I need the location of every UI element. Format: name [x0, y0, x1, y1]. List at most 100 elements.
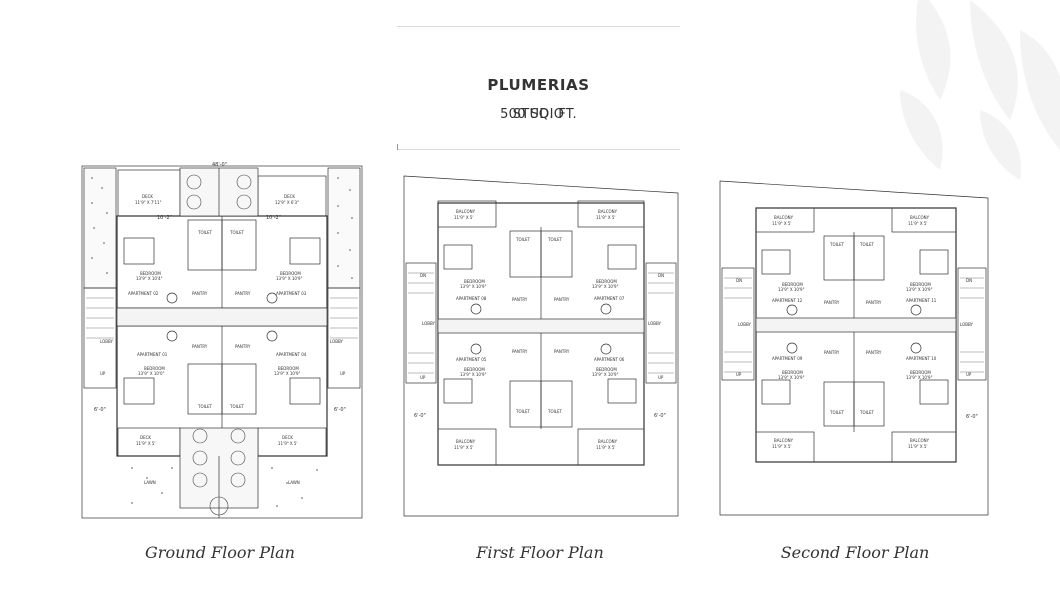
dim-mid: 6'-0": [94, 407, 106, 413]
label-bedroom: BEDROOM: [782, 370, 803, 375]
label-pantry: PANTRY: [512, 297, 528, 302]
label-deck-size: 11'9" X 5': [136, 441, 156, 446]
label-pantry: PANTRY: [192, 291, 208, 296]
label-balcony: BALCONY: [598, 209, 618, 214]
label-toilet: TOILET: [229, 404, 245, 409]
bed-icon: [123, 237, 155, 265]
label-bedroom: BEDROOM: [596, 279, 617, 284]
label-apartment: APARTMENT 02: [128, 291, 159, 296]
balcony-bl: [437, 428, 497, 466]
balcony-br: [577, 428, 645, 466]
dim-mid: 6'-0": [654, 413, 666, 419]
label-toilet: TOILET: [829, 242, 845, 247]
bed-icon: [761, 379, 791, 405]
label-bedroom: BEDROOM: [596, 367, 617, 372]
unit-title: PLUMERIAS: [487, 76, 590, 94]
label-toilet: TOILET: [197, 230, 213, 235]
label-bedroom-size: 13'9" X 10'9": [778, 375, 805, 380]
caption-ground-floor: Ground Floor Plan: [145, 543, 295, 562]
label-bedroom-size: 13'9" X 10'9": [592, 372, 619, 377]
bed-icon: [761, 249, 791, 275]
label-deck-size: 12'9" X 6'3": [275, 200, 299, 205]
bed-icon: [607, 244, 637, 270]
label-lobby: LOBBY: [100, 339, 114, 344]
label-toilet: TOILET: [229, 230, 245, 235]
balcony-tr: [891, 207, 957, 233]
label-balcony-size: 11'9" X 5': [596, 215, 616, 220]
floor-boundary: [719, 180, 989, 516]
label-dn: DN: [966, 278, 972, 283]
label-bedroom: BEDROOM: [140, 271, 161, 276]
label-balcony-size: 11'9" X 5': [908, 221, 928, 226]
plot-boundary: [81, 165, 363, 519]
label-up: UP: [100, 371, 106, 376]
label-balcony-size: 11'9" X 5': [772, 221, 792, 226]
label-apartment: APARTMENT 05: [456, 357, 487, 362]
dim-mid: 6'-0": [334, 407, 346, 413]
first-floor-plan: BALCONY 11'9" X 5' BALCONY 11'9" X 5' BA…: [400, 173, 682, 519]
label-toilet: TOILET: [197, 404, 213, 409]
stair-left: [405, 262, 437, 384]
label-toilet: TOILET: [859, 242, 875, 247]
label-pantry: PANTRY: [554, 297, 570, 302]
label-apartment: APARTMENT 10: [906, 356, 937, 361]
balcony-br: [891, 431, 957, 463]
bed-icon: [607, 378, 637, 404]
bed-icon: [919, 249, 949, 275]
label-balcony: BALCONY: [910, 438, 930, 443]
label-deck: DECK: [142, 194, 153, 199]
label-lobby: LOBBY: [738, 322, 752, 327]
ground-floor-plan: DECK 11'9" X 7'11" DECK 12'9" X 6'3" DEC…: [72, 158, 372, 526]
label-balcony: BALCONY: [774, 438, 794, 443]
caption-second-floor: Second Floor Plan: [780, 543, 930, 562]
label-bedroom-size: 13'9" X 10'9": [274, 371, 301, 376]
stair-right: [957, 267, 987, 381]
label-apartment: APARTMENT 07: [594, 296, 625, 301]
label-balcony-size: 11'9" X 5': [454, 215, 474, 220]
label-apartment: APARTMENT 03: [276, 291, 307, 296]
label-bedroom: BEDROOM: [910, 282, 931, 287]
header-tick: [397, 144, 398, 150]
landscape-right-top: [327, 167, 361, 289]
building-outline: [437, 202, 645, 466]
label-toilet: TOILET: [547, 409, 563, 414]
label-bedroom-size: 13'9" X 10'9": [460, 284, 487, 289]
label-balcony-size: 11'9" X 5': [908, 444, 928, 449]
label-pantry: PANTRY: [824, 350, 840, 355]
balcony-bl: [755, 431, 815, 463]
label-apartment: APARTMENT 09: [772, 356, 803, 361]
dim-side: 10'-2": [157, 215, 172, 221]
landscape-left-top: [83, 167, 117, 289]
label-bedroom-size: 13'9" X 10'9": [906, 287, 933, 292]
label-bedroom-size: 13'9" X 10'9": [778, 287, 805, 292]
label-apartment: APARTMENT 11: [906, 298, 937, 303]
label-pantry: PANTRY: [554, 349, 570, 354]
label-bedroom-size: 13'9" X 10'9": [276, 276, 303, 281]
label-bedroom-size: 13'9" X 10'0": [138, 371, 165, 376]
label-up: UP: [658, 375, 664, 380]
label-toilet: TOILET: [829, 410, 845, 415]
bed-icon: [919, 379, 949, 405]
bed-icon: [123, 377, 155, 405]
balcony-tl: [755, 207, 815, 233]
label-dn: DN: [420, 273, 426, 278]
label-up: UP: [736, 372, 742, 377]
label-apartment: APARTMENT 06: [594, 357, 625, 362]
label-toilet: TOILET: [547, 237, 563, 242]
label-apartment: APARTMENT 08: [456, 296, 487, 301]
label-balcony-size: 11'9" X 5': [454, 445, 474, 450]
bed-icon: [289, 377, 321, 405]
dim-mid: 6'-0": [414, 413, 426, 419]
second-floor-plan: BALCONY 11'9" X 5' BALCONY 11'9" X 5' BA…: [716, 178, 992, 518]
label-bedroom: BEDROOM: [278, 366, 299, 371]
building-outline: [755, 207, 957, 463]
label-bedroom: BEDROOM: [910, 370, 931, 375]
label-dn: DN: [736, 278, 742, 283]
label-pantry: PANTRY: [192, 344, 208, 349]
label-apartment: APARTMENT 04: [276, 352, 307, 357]
label-bedroom: BEDROOM: [464, 279, 485, 284]
label-lawn: LAWN: [288, 480, 300, 485]
label-deck: DECK: [284, 194, 295, 199]
label-up: UP: [420, 375, 426, 380]
bed-icon: [289, 237, 321, 265]
